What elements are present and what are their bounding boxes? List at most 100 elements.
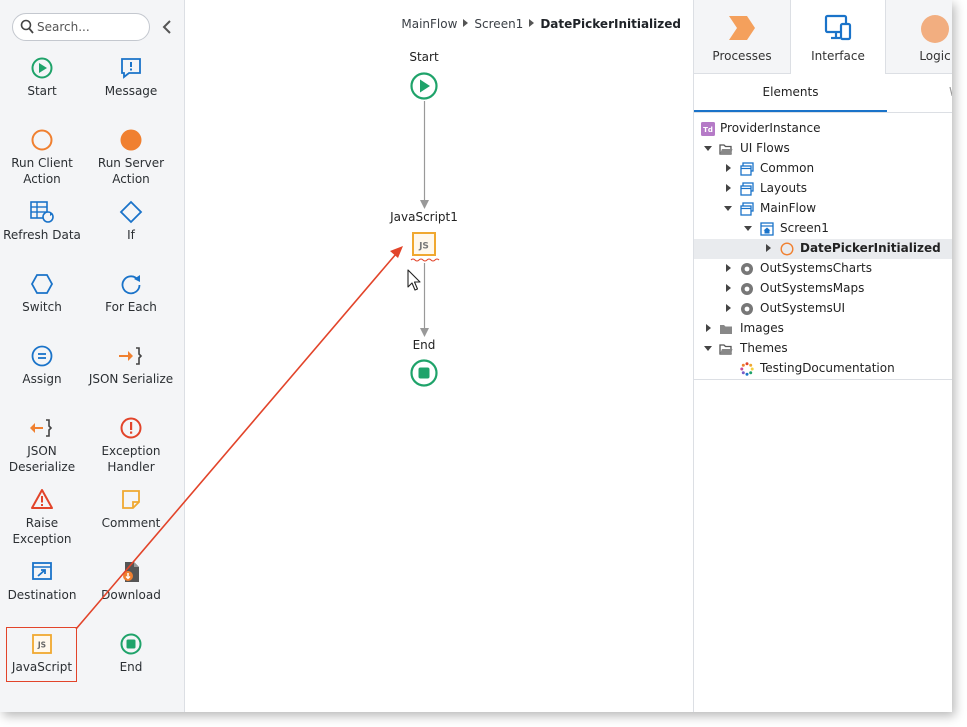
tree-item-screen1[interactable]: Screen1 [694, 219, 952, 239]
search-icon [20, 19, 34, 34]
breadcrumb-item[interactable]: MainFlow [401, 17, 458, 31]
expand-arrow-icon[interactable] [766, 244, 771, 252]
for-each-loop-icon [121, 275, 141, 295]
tree-item-outsystemscharts[interactable]: OutSystemsCharts [694, 259, 952, 279]
expand-arrow-icon[interactable] [706, 324, 711, 332]
tool-destination[interactable]: Destination [0, 560, 85, 630]
tree-label: UI Flows [740, 141, 790, 155]
tree-label: OutSystemsMaps [760, 281, 865, 295]
expand-arrow-icon[interactable] [724, 206, 732, 211]
ui-flow-icon [740, 182, 754, 196]
tool-start[interactable]: Start [0, 56, 85, 126]
tool-label: Comment [101, 516, 161, 530]
start-node-label: Start [409, 50, 439, 64]
subtab-elements[interactable]: Elements [694, 74, 887, 112]
breadcrumb-item[interactable]: Screen1 [474, 17, 524, 31]
end-node-label: End [412, 338, 436, 352]
tree-item-images[interactable]: Images [694, 319, 952, 339]
theme-palette-icon [740, 362, 754, 376]
toolbox-search[interactable] [12, 13, 150, 41]
folder-icon [720, 325, 732, 334]
tree-item-testingdocumentation[interactable]: TestingDocumentation [694, 359, 952, 379]
tool-run-client-action[interactable]: Run Client Action [0, 128, 85, 198]
dependency-icon [741, 303, 753, 315]
tool-json-serialize[interactable]: JSON Serialize [88, 344, 174, 414]
ui-flow-icon [740, 162, 754, 176]
run-server-action-icon [120, 129, 142, 151]
tree-item-layouts[interactable]: Layouts [694, 179, 952, 199]
tree-item-outsystemsui[interactable]: OutSystemsUI [694, 299, 952, 319]
breadcrumb-current: DatePickerInitialized [540, 17, 681, 31]
end-node[interactable] [409, 358, 439, 388]
tool-label: Exception Handler [101, 444, 161, 474]
tool-comment[interactable]: Comment [88, 488, 174, 558]
tool-refresh-data[interactable]: Refresh Data [0, 200, 85, 270]
tree-item-ui-flows[interactable]: UI Flows [694, 139, 952, 159]
javascript-node[interactable]: JS [410, 231, 440, 267]
tool-label: Run Server Action [97, 156, 165, 186]
tree-item-common[interactable]: Common [694, 159, 952, 179]
tool-label: JavaScript [11, 660, 73, 674]
expand-arrow-icon[interactable] [726, 304, 731, 312]
tab-logic[interactable]: Logic [887, 0, 952, 73]
js-node-text: JS [418, 242, 429, 252]
if-diamond-icon [119, 200, 143, 224]
processes-chevron-icon [729, 16, 755, 40]
expand-arrow-icon[interactable] [726, 184, 731, 192]
tab-processes[interactable]: Processes [694, 0, 790, 73]
tool-json-deserialize[interactable]: JSON Deserialize [0, 416, 85, 486]
tool-for-each[interactable]: For Each [88, 272, 174, 342]
dependency-icon [741, 263, 753, 275]
end-icon [120, 633, 142, 655]
tool-raise-exception[interactable]: Raise Exception [0, 488, 85, 558]
run-client-action-icon [31, 129, 53, 151]
tree-label: OutSystemsCharts [760, 261, 872, 275]
subtab-widgets[interactable]: W [949, 74, 952, 110]
tool-exception-handler[interactable]: Exception Handler [88, 416, 174, 486]
dependency-icon [741, 283, 753, 295]
expand-arrow-icon[interactable] [704, 346, 712, 351]
tool-message[interactable]: Message [88, 56, 174, 126]
collapse-toolbox-icon[interactable] [160, 18, 174, 36]
service-studio-window: Start Message Run Client Action Run Serv… [0, 0, 952, 712]
search-input[interactable] [37, 18, 141, 36]
tool-label: Raise Exception [12, 516, 72, 546]
tree-label: Common [760, 161, 815, 175]
tool-if[interactable]: If [88, 200, 174, 270]
tree-item-themes[interactable]: Themes [694, 339, 952, 359]
tree-label: MainFlow [760, 201, 817, 215]
tree-item-providerinstance[interactable]: Td ProviderInstance [694, 119, 952, 139]
expand-arrow-icon[interactable] [704, 146, 712, 151]
tab-interface[interactable]: Interface [790, 0, 886, 74]
flow-canvas[interactable]: MainFlow Screen1 DatePickerInitialized Sta… [185, 0, 693, 712]
tab-label: Processes [712, 49, 772, 63]
tool-label: Switch [22, 300, 62, 314]
interface-screen-icon [824, 14, 852, 41]
module-icon-text: Td [703, 126, 713, 134]
tool-end[interactable]: End [88, 632, 174, 702]
tree-item-datepickerinitialized[interactable]: DatePickerInitialized [694, 239, 952, 259]
tree-label: ProviderInstance [720, 121, 821, 135]
tab-label: Interface [811, 49, 865, 63]
tool-switch[interactable]: Switch [0, 272, 85, 342]
start-node[interactable] [409, 71, 439, 101]
tree-item-outsystemsmaps[interactable]: OutSystemsMaps [694, 279, 952, 299]
switch-hexagon-icon [30, 274, 54, 294]
tool-assign[interactable]: Assign [0, 344, 85, 414]
expand-arrow-icon[interactable] [744, 226, 752, 231]
assign-icon [31, 345, 53, 367]
expand-arrow-icon[interactable] [726, 264, 731, 272]
expand-arrow-icon[interactable] [726, 164, 731, 172]
tool-download[interactable]: Download [88, 560, 174, 630]
ui-flow-icon [740, 202, 754, 216]
tool-label: JSON Deserialize [8, 444, 76, 474]
tree-label: Images [740, 321, 784, 335]
client-action-icon [780, 242, 794, 256]
tree-item-mainflow[interactable]: MainFlow [694, 199, 952, 219]
json-serialize-icon [119, 347, 143, 365]
tool-run-server-action[interactable]: Run Server Action [88, 128, 174, 198]
breadcrumb-separator-icon [463, 19, 469, 27]
expand-arrow-icon[interactable] [726, 284, 731, 292]
tool-javascript[interactable]: JS JavaScript [0, 632, 85, 702]
javascript-icon: JS [32, 634, 52, 654]
